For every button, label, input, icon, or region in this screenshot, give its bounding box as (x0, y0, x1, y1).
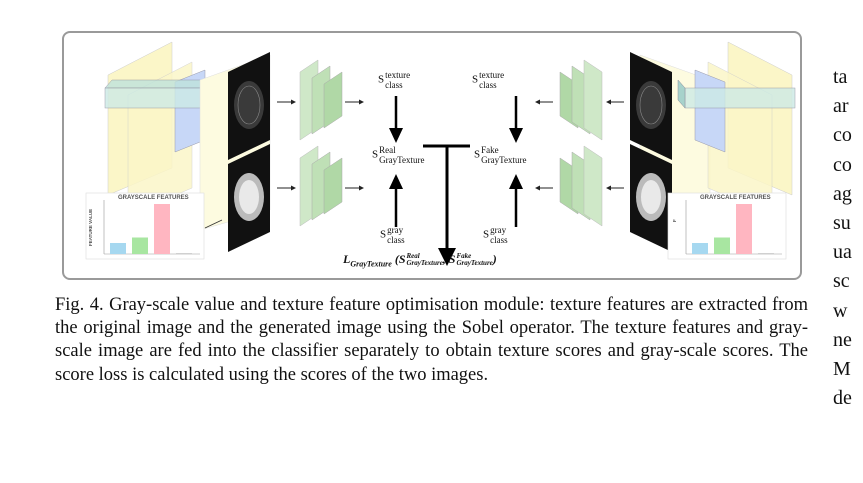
right-column-line: ar (833, 95, 849, 118)
bar (176, 253, 192, 254)
right-bar-chart (667, 192, 787, 260)
right-chart-ylabel: F (672, 219, 677, 222)
right-sobel-grid (677, 41, 796, 216)
right-column-line: de (833, 387, 852, 410)
bar (132, 237, 148, 254)
bar (110, 243, 126, 254)
left-gray-classifier (299, 145, 343, 227)
right-gray-image (630, 144, 672, 252)
right-chart-title: GRAYSCALE FEATURES (700, 195, 771, 201)
bar (758, 253, 774, 254)
left-gray-image (228, 144, 270, 252)
left-bar-chart (85, 192, 205, 260)
bar (736, 204, 752, 254)
center-arrows (389, 96, 523, 266)
right-column-line: sc (833, 270, 850, 293)
right-column-line: su (833, 212, 851, 235)
right-texture-classifier (559, 59, 603, 141)
right-texture-image (630, 52, 672, 160)
left-chart-ylabel: FEATURE VALUE (88, 208, 93, 246)
left-texture-image (228, 52, 270, 160)
right-column-line: w (833, 299, 848, 322)
left-texture-classifier (299, 59, 343, 141)
bar (154, 204, 170, 254)
diagram (85, 41, 796, 266)
right-column-line: ta (833, 66, 848, 88)
right-column-line: ua (833, 241, 852, 264)
right-column-line: co (833, 124, 852, 147)
right-column-line: ag (833, 182, 852, 205)
bar (692, 243, 708, 254)
left-sobel-grid (104, 41, 223, 216)
left-chart-title: GRAYSCALE FEATURES (118, 195, 189, 201)
right-gray-classifier (559, 145, 603, 227)
figure-caption: Fig. 4. Gray-scale value and texture fea… (55, 295, 808, 385)
bar (714, 237, 730, 254)
right-column-line: co (833, 153, 852, 176)
right-column-line: ne (833, 328, 852, 351)
right-column-line: M (833, 358, 851, 381)
